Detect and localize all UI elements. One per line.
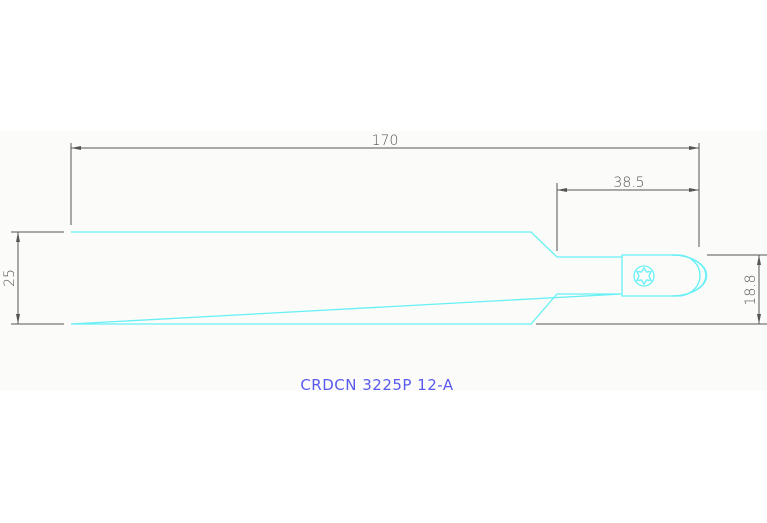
drawing-background <box>0 131 767 391</box>
tool-outline <box>70 231 708 325</box>
shank-outline <box>70 231 623 325</box>
dim-label-38-5: 38.5 <box>613 175 644 191</box>
torx-screw-icon <box>633 265 655 287</box>
dim-label-170: 170 <box>372 133 399 149</box>
insert-arc <box>671 254 707 297</box>
dim-label-25: 25 <box>2 269 18 287</box>
dim-label-18-8: 18.8 <box>743 274 759 305</box>
dimensions <box>11 143 767 325</box>
insert-arc-outer <box>672 254 701 297</box>
part-number-caption: CRDCN 3225P 12-A <box>300 376 454 394</box>
